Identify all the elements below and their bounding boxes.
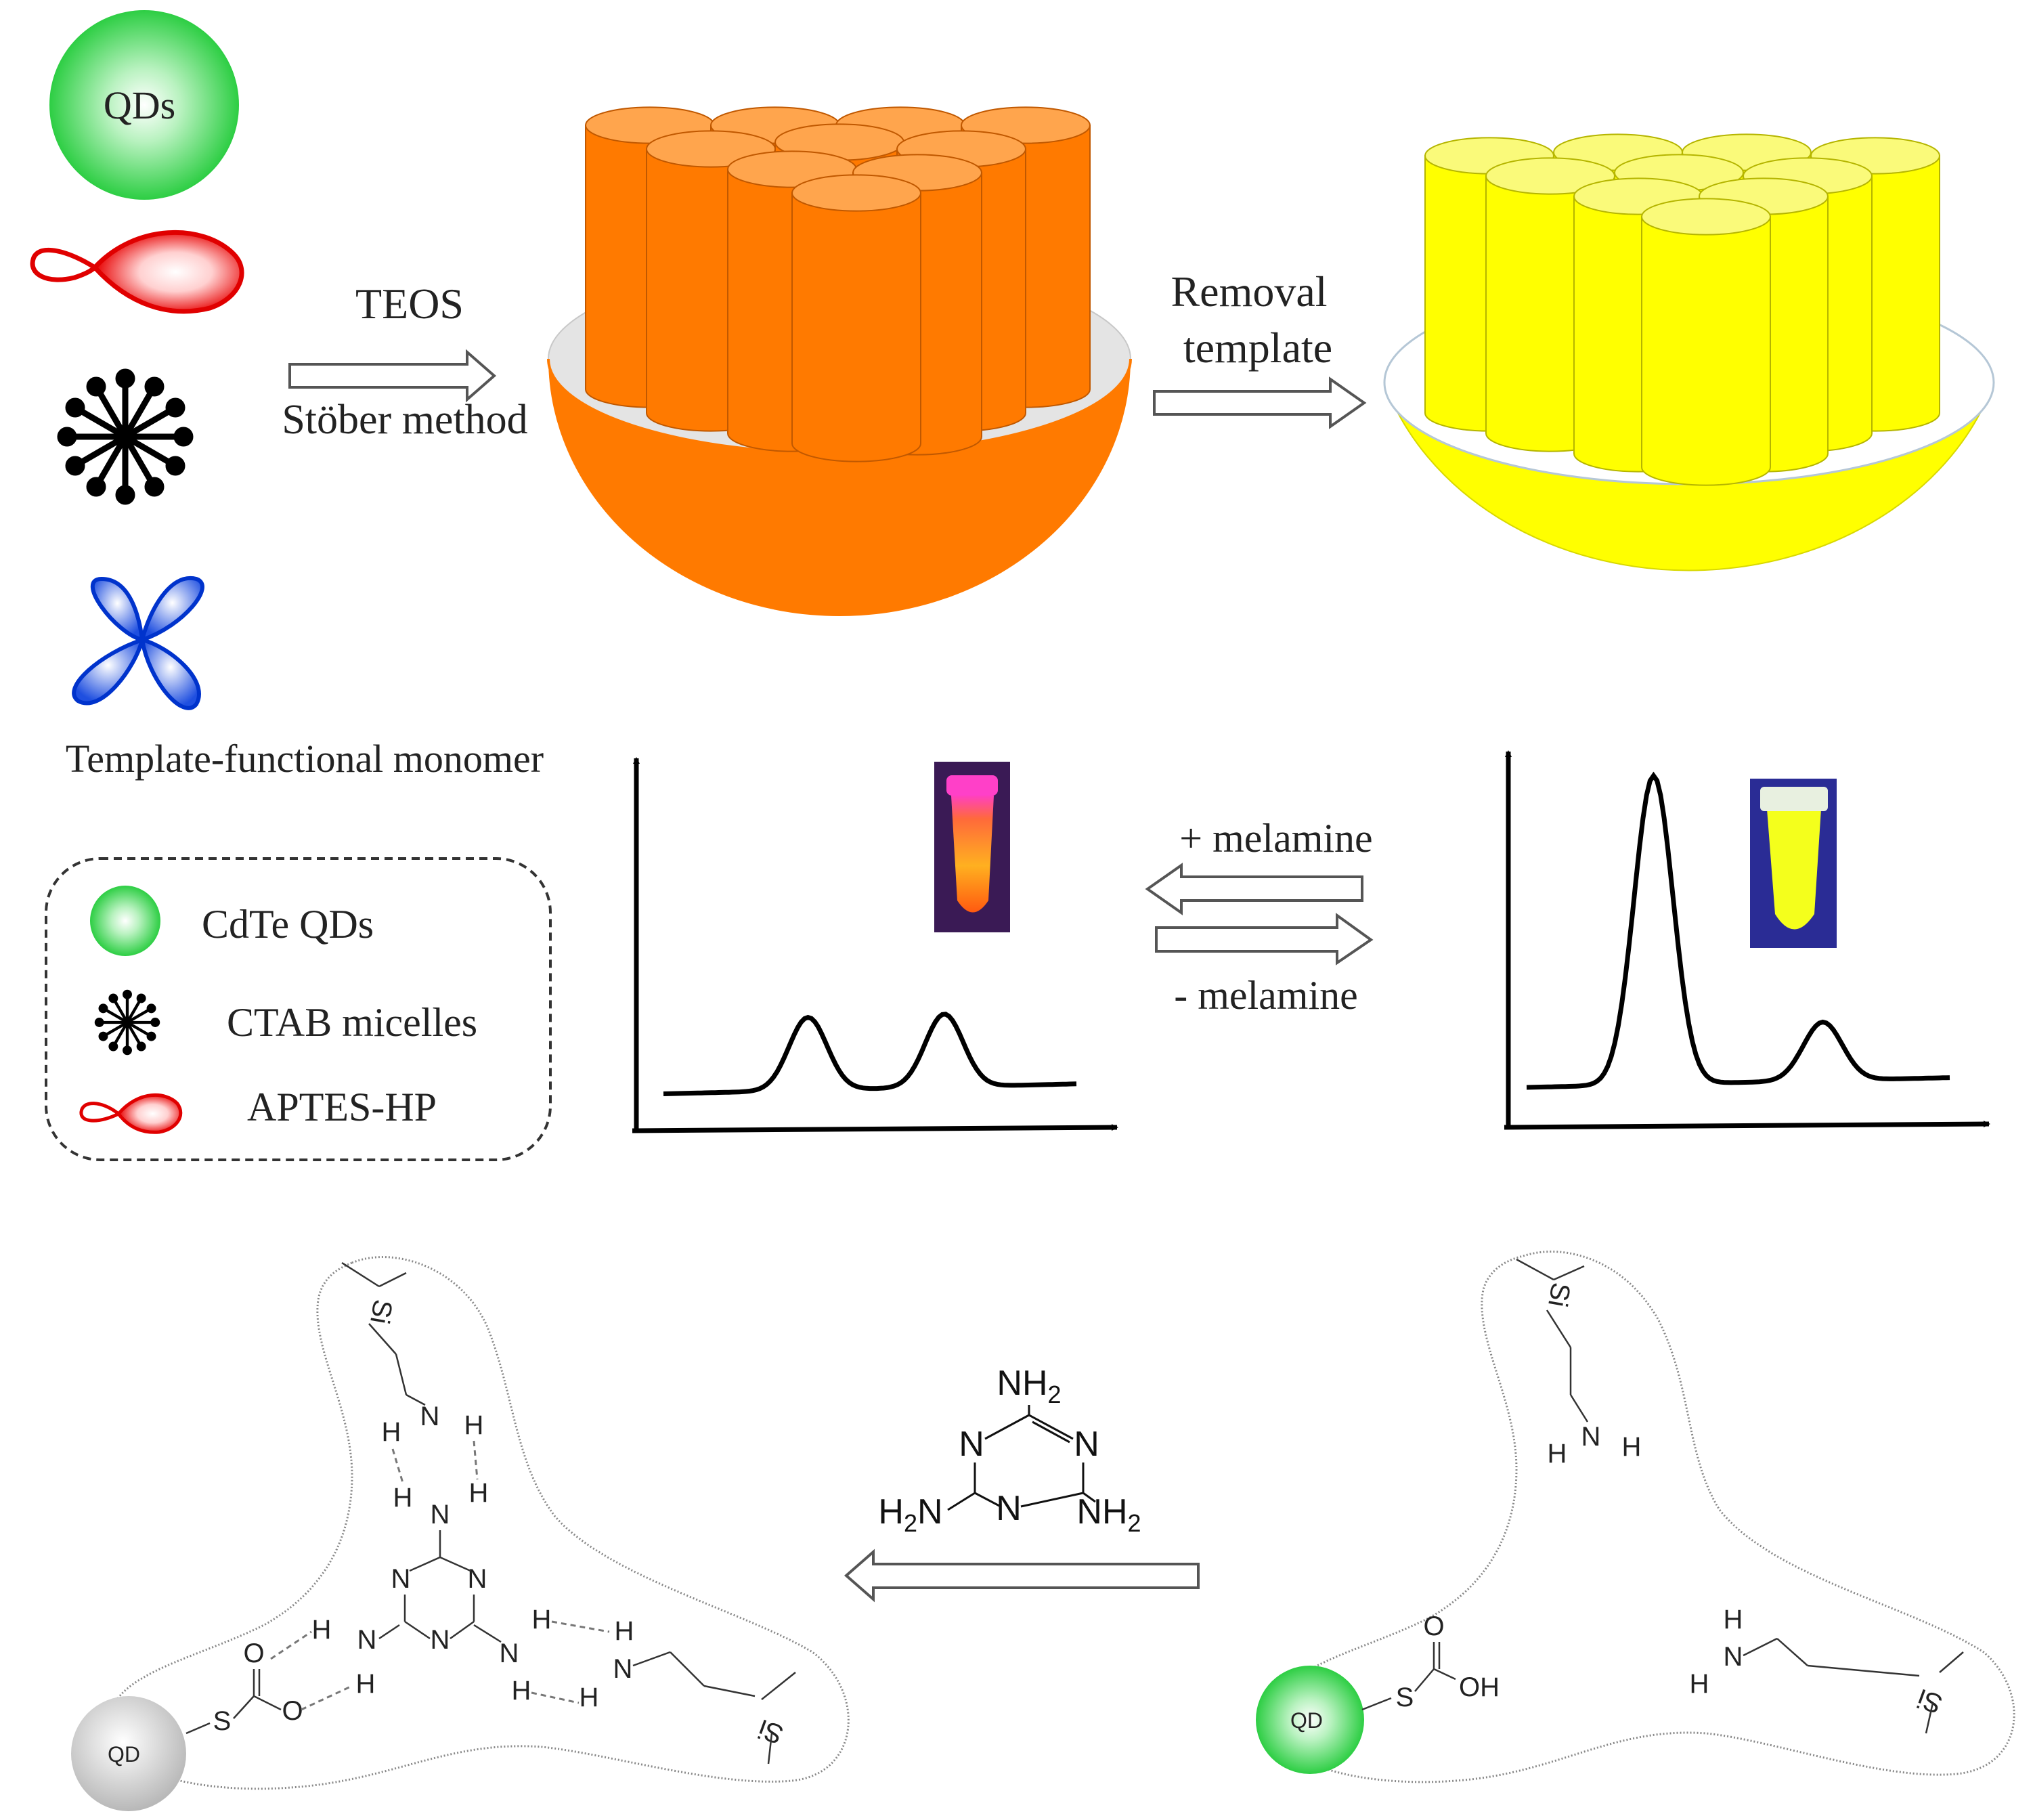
ring-n-bottom-label: N	[431, 1625, 450, 1655]
melamine-n-bottom: N	[996, 1489, 1022, 1528]
ring-n-right-label: N	[468, 1564, 487, 1594]
melamine-n-left: N	[959, 1425, 984, 1464]
legend-box: CdTe QDs CTAB micelles APTES-HP	[45, 857, 552, 1161]
o-bottom-label: O	[282, 1696, 303, 1726]
template-monomer-label: Template-functional monomer	[66, 737, 544, 781]
h-am2-bottom-label: H	[1690, 1669, 1709, 1699]
x-axis-left	[632, 1124, 1118, 1133]
spectrum-curve-left	[663, 1012, 1077, 1096]
h-mel-right-label: H	[469, 1478, 489, 1508]
stober-label: Stöber method	[282, 397, 527, 443]
right-imprint-cavity: QD S O OH Si N H H H N H Si	[1256, 1251, 2015, 1783]
binding-arrow	[844, 1548, 1200, 1603]
h-nr-top-label: H	[532, 1605, 552, 1634]
blue-clover	[72, 576, 204, 710]
spectrum-left	[632, 757, 1118, 1133]
si-label: Si	[1542, 1280, 1576, 1309]
reverse-arrow	[1145, 863, 1363, 915]
melamine-nh2-top: NH2	[997, 1364, 1061, 1408]
h-amine-left-label: H	[1548, 1439, 1567, 1469]
removal-label: Removal	[1171, 267, 1327, 316]
vial-photo-orange	[934, 762, 1010, 932]
h-amine-right-label: H	[1622, 1432, 1642, 1462]
left-imprint-cavity: QD S O O Si N H H H H N N N N H N H N H …	[71, 1256, 850, 1811]
forward-arrow	[1155, 913, 1374, 966]
vial-photo-yellow	[1750, 779, 1837, 948]
h-am2-top-label: H	[615, 1616, 634, 1646]
teos-label: TEOS	[355, 280, 464, 328]
melamine-structure: NH2 N N N H2N NH2	[878, 1364, 1141, 1537]
oh-label: OH	[1459, 1672, 1500, 1702]
minus-melamine-label: - melamine	[1174, 973, 1358, 1018]
qd-label: QD	[1290, 1708, 1323, 1733]
pore-cylinder	[791, 192, 921, 462]
micelle-large	[57, 368, 194, 505]
clover-petal-icon	[72, 636, 146, 706]
h-amine-left-label: H	[382, 1417, 401, 1447]
pore-cylinder-top	[1641, 198, 1771, 236]
legend-label-aptes: APTES-HP	[247, 1085, 437, 1129]
x-axis-right	[1504, 1121, 1990, 1130]
red-droplet-icon	[91, 230, 244, 314]
ring-n-left-label: N	[391, 1564, 411, 1594]
melamine-nh2-right: NH2	[1076, 1492, 1141, 1537]
micelle-icon	[96, 991, 158, 1054]
h-nl-label: H	[312, 1615, 332, 1645]
qds-bubble: QDs	[49, 10, 239, 200]
qds-bubble-label: QDs	[104, 83, 175, 127]
spectrum-curve-right	[1526, 771, 1950, 1090]
n-mel-top-label: N	[431, 1500, 450, 1530]
si-label: Si	[364, 1297, 398, 1326]
qd-label: QD	[108, 1742, 140, 1767]
red-droplet-icon	[79, 1093, 183, 1134]
melamine-h2n-left: H2N	[878, 1492, 942, 1537]
h-amine-right-label: H	[464, 1410, 484, 1440]
legend-label-ctab: CTAB micelles	[227, 1000, 477, 1045]
plus-melamine-label: + melamine	[1179, 816, 1372, 861]
green-sphere-icon	[49, 10, 239, 200]
pore-cylinder	[1641, 216, 1771, 486]
pore-cylinder-top	[791, 174, 921, 212]
n-nr-label: N	[500, 1639, 519, 1668]
melamine-n-right: N	[1074, 1425, 1099, 1464]
orange-pore-cylinders	[585, 106, 1091, 462]
n-am2-label: N	[613, 1654, 633, 1684]
spectrum-right	[1504, 750, 1990, 1130]
s-label: S	[1396, 1683, 1414, 1712]
green-qd-sphere	[1256, 1666, 1364, 1774]
s-label: S	[213, 1706, 232, 1736]
teos-arrow	[288, 349, 497, 403]
yellow-pore-cylinders	[1424, 133, 1940, 486]
n-amine-label: N	[420, 1402, 440, 1431]
h-nr-bottom-label: H	[512, 1676, 531, 1706]
clover-petal-icon	[139, 576, 204, 643]
green-sphere-icon	[90, 886, 160, 956]
h-mel-left-label: H	[393, 1483, 413, 1513]
template-label: template	[1183, 324, 1332, 372]
aptes-droplet-large	[30, 230, 244, 314]
n-am2-label: N	[1724, 1642, 1743, 1672]
n-amine-label: N	[1581, 1422, 1601, 1452]
removal-arrow	[1153, 376, 1367, 429]
legend-label-cdte: CdTe QDs	[202, 902, 374, 947]
h-am2-bottom-label: H	[580, 1683, 599, 1712]
clover-petal-icon	[90, 576, 145, 643]
droplet-tail-icon	[30, 247, 99, 282]
clover-petal-icon	[139, 636, 201, 710]
h-am2-top-label: H	[1724, 1605, 1743, 1634]
o-label: O	[1423, 1611, 1444, 1641]
h-nl-bottom-label: H	[356, 1669, 376, 1699]
cavity-outline	[1271, 1251, 2015, 1783]
o-top-label: O	[243, 1639, 264, 1668]
n-nl-label: N	[357, 1625, 377, 1655]
grey-qd-sphere	[71, 1696, 186, 1811]
